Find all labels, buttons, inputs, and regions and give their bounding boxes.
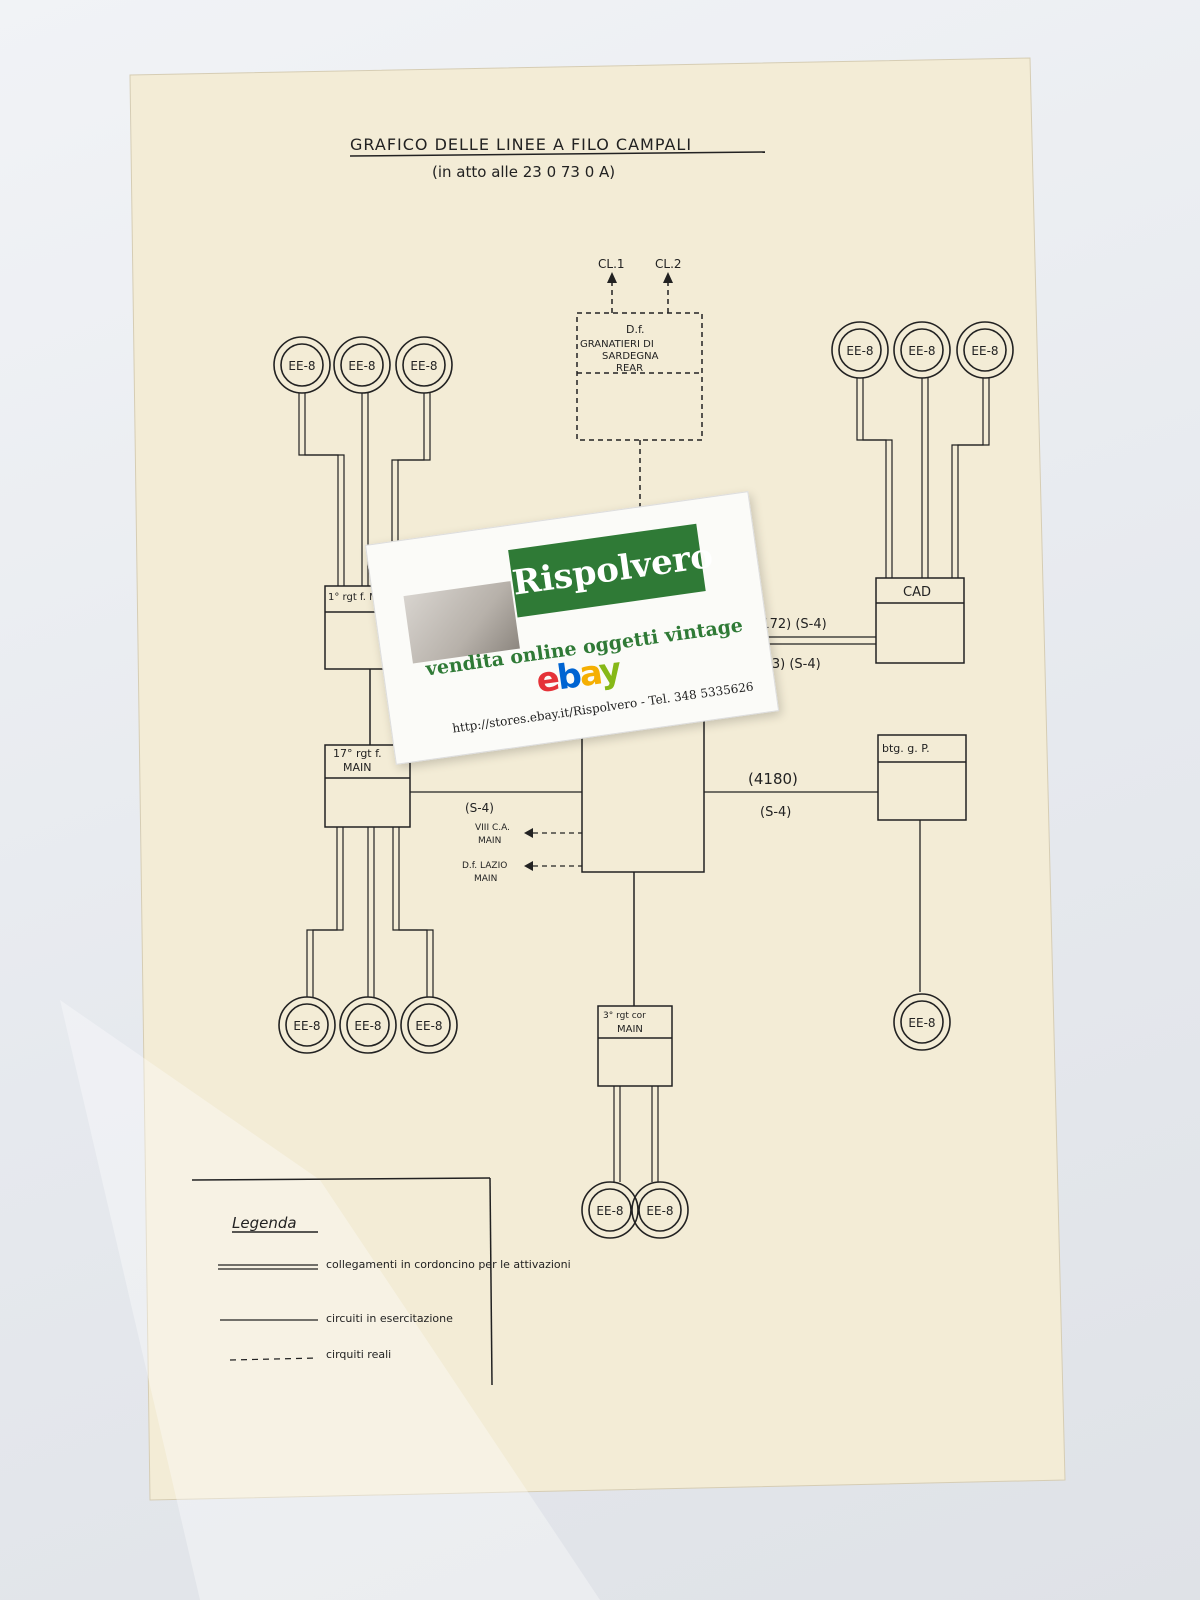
ee8-terminal-12: EE-8	[631, 1181, 689, 1239]
legend-item-2: circuiti in esercitazione	[326, 1312, 453, 1325]
ee8-terminal-1: EE-8	[273, 336, 331, 394]
ee8-terminal-11: EE-8	[581, 1181, 639, 1239]
line-4180-s: (S-4)	[760, 805, 791, 820]
node-rgt1: 1° rgt f. MAIN	[328, 592, 395, 603]
card-brand: Rispolvero	[508, 523, 715, 618]
ee8-label: EE-8	[971, 344, 998, 358]
legend-item-1: collegamenti in cordoncino per le attiva…	[326, 1258, 571, 1271]
ee8-label: EE-8	[908, 344, 935, 358]
ee8-label: EE-8	[354, 1019, 381, 1033]
ee8-label: EE-8	[410, 359, 437, 373]
node-rgt17-line1: 17° rgt f.	[333, 747, 382, 760]
line-viii-1: VIII C.A.	[475, 823, 510, 833]
ee8-terminal-2: EE-8	[333, 336, 391, 394]
ee8-terminal-9: EE-8	[400, 996, 458, 1054]
line-viii-2: MAIN	[478, 836, 501, 846]
diagram-title: GRAFICO DELLE LINEE A FILO CAMPALI	[350, 135, 692, 154]
output-cl1: CL.1	[598, 257, 625, 271]
wire-6	[957, 378, 990, 578]
wires-group	[298, 378, 990, 1182]
line-s4-left: (S-4)	[465, 801, 494, 815]
ee8-label: EE-8	[646, 1204, 673, 1218]
wire-3	[397, 393, 431, 586]
hq-label-1: D.f.	[626, 323, 645, 336]
diagram-subtitle: (in atto alle 23 0 73 0 A)	[432, 163, 615, 181]
ee8-terminal-4: EE-8	[831, 321, 889, 379]
ee8-label: EE-8	[596, 1204, 623, 1218]
line-4172: (4172) (S-4)	[748, 617, 827, 632]
output-cl2: CL.2	[655, 257, 682, 271]
light-reflection	[60, 1000, 600, 1600]
node-cad: CAD	[903, 585, 931, 600]
ee8-terminal-6: EE-8	[956, 321, 1014, 379]
line-lazio-2: MAIN	[474, 874, 497, 884]
hq-label-2: GRANATIERI DI	[580, 339, 654, 350]
paper-sheet	[129, 57, 1066, 1501]
wire-4	[862, 378, 893, 578]
ee8-label: EE-8	[293, 1019, 320, 1033]
ee8-label: EE-8	[348, 359, 375, 373]
legend-item-3: cirquiti reali	[326, 1348, 391, 1361]
hq-label-4: REAR	[616, 363, 643, 374]
ee8-label: EE-8	[288, 359, 315, 373]
ee8-label: EE-8	[846, 344, 873, 358]
line-lazio-1: D.f. LAZIO	[462, 861, 507, 871]
node-rgt3-line2: MAIN	[617, 1024, 643, 1035]
wire-1	[304, 393, 345, 586]
wire-7	[312, 827, 344, 997]
wire-9	[398, 827, 434, 997]
ee8-label: EE-8	[908, 1016, 935, 1030]
legend-item-1-text: collegamenti in cordoncino per le attiva…	[326, 1258, 571, 1271]
node-rgt3-line1: 3° rgt cor	[603, 1011, 646, 1021]
ee8-label: EE-8	[415, 1019, 442, 1033]
ee8-terminal-10: EE-8	[893, 993, 951, 1051]
node-btg: btg. g. P.	[882, 742, 930, 755]
legend-title: Legenda	[232, 1214, 297, 1232]
line-4180: (4180)	[748, 770, 798, 788]
hq-label-3: SARDEGNA	[602, 351, 659, 362]
node-rgt17-line2: MAIN	[343, 761, 372, 774]
